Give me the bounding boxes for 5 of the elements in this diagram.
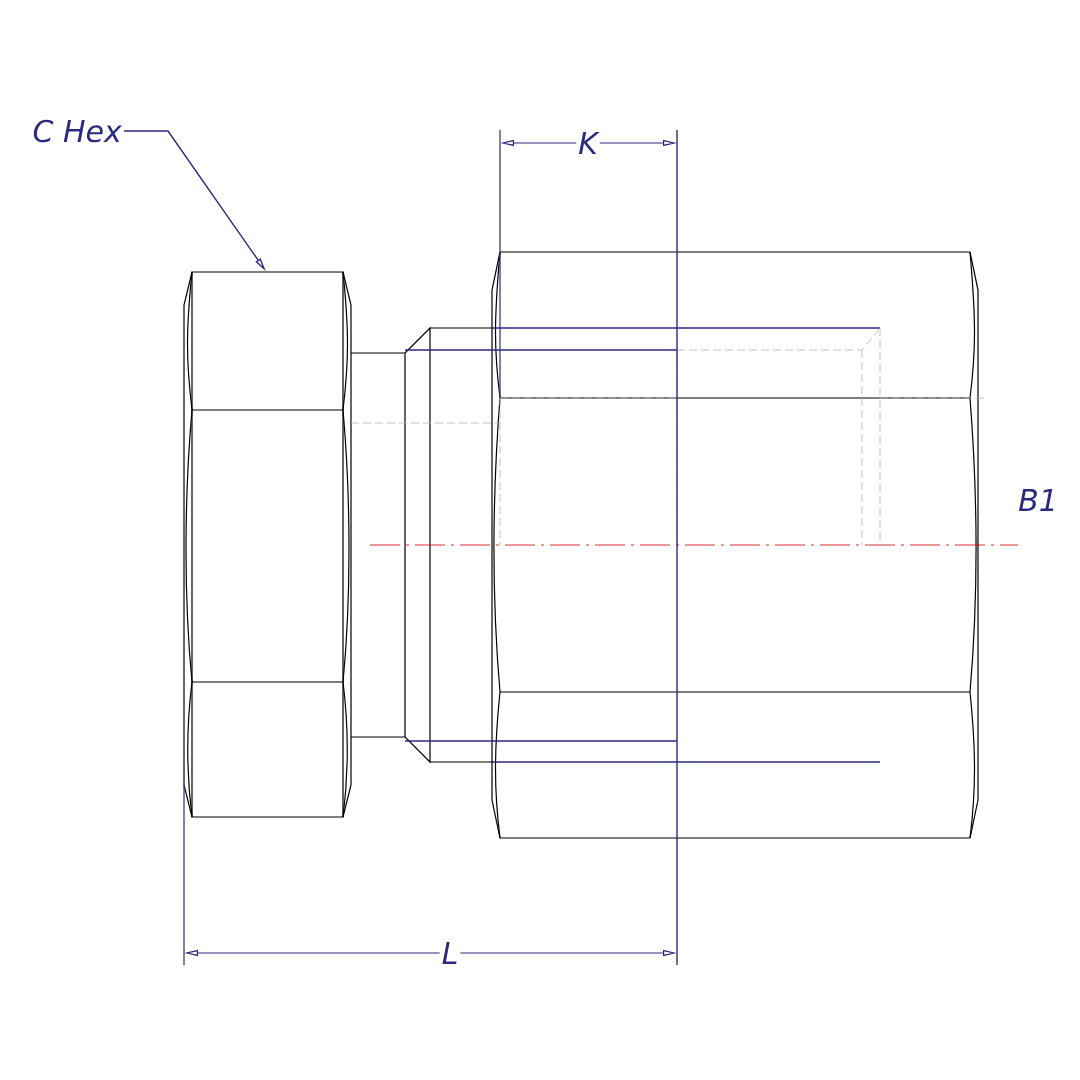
dimension-label: K bbox=[576, 130, 600, 156]
callout-label: C Hex bbox=[33, 119, 122, 143]
hex-nut bbox=[191, 271, 344, 818]
dimension-label: L bbox=[439, 940, 461, 966]
dimension-label: B1 bbox=[1016, 487, 1060, 513]
